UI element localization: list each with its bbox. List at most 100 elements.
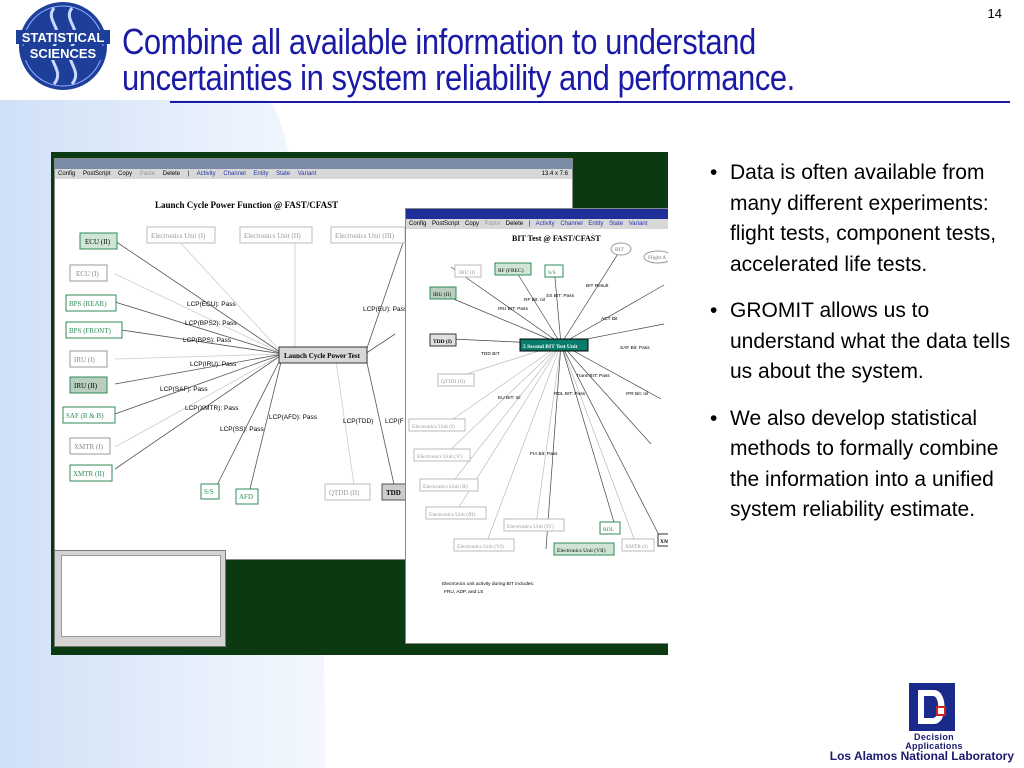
menu-paste[interactable]: Paste: [139, 171, 156, 177]
node-tdd[interactable]: TDD: [386, 489, 401, 497]
menu-copy[interactable]: Copy: [118, 171, 133, 177]
bit-node-iru-ii[interactable]: IRU (II): [433, 291, 451, 298]
bit-menu-paste[interactable]: Paste: [484, 221, 501, 227]
bit-test-window: Config PostScript Copy Paste Delete | Ac…: [405, 208, 668, 644]
bit-test-window-menubar: Config PostScript Copy Paste Delete | Ac…: [406, 219, 668, 229]
bit-menu-channel[interactable]: Channel: [560, 221, 583, 227]
bit-node-iru-i[interactable]: IRU (I): [459, 269, 476, 276]
menu-config[interactable]: Config: [58, 171, 76, 177]
bit-node-eu-vii[interactable]: Electronics Unit (VII): [557, 547, 606, 554]
bit-node-eu-v[interactable]: Electronics Unit (V): [417, 453, 462, 460]
edge-label-saf: LCP(SAF): Pass: [160, 386, 208, 393]
node-launch-cycle-power-test[interactable]: Launch Cycle Power Test: [284, 352, 361, 360]
menu-entity[interactable]: Entity: [253, 171, 269, 177]
bit-label-tdd: TDD BIT: [481, 351, 500, 357]
node-ecu-ii[interactable]: ECU (II): [85, 238, 111, 246]
launch-cycle-window-menubar: Config PostScript Copy Paste Delete | Ac…: [55, 169, 572, 179]
menu-separator: |: [187, 171, 190, 177]
bullet-text: Data is often available from many differ…: [730, 161, 997, 276]
bit-label-result: BIT Result: [586, 283, 609, 289]
bit-node-flight[interactable]: Flight A: [648, 255, 666, 261]
menu-channel[interactable]: Channel: [223, 171, 246, 177]
bit-edges: [443, 248, 665, 550]
edge-label-f: LCP(F nil: [385, 418, 413, 425]
nodes: ECU (II) ECU (I) BPS (REAR) BPS (FRONT) …: [62, 226, 413, 505]
bit-node-ss[interactable]: S/S: [548, 270, 556, 276]
bullet-item: • GROMIT allows us to understand what the…: [708, 296, 1013, 388]
bit-menu-delete[interactable]: Delete: [505, 221, 524, 227]
menu-delete[interactable]: Delete: [162, 171, 181, 177]
bit-node-eu-iv[interactable]: Electronics Unit (IV): [507, 523, 554, 530]
bit-test-window-titlebar: [406, 209, 668, 219]
edge-label-bps2: LCP(BPS2): Pass: [185, 320, 237, 327]
bit-node-bit[interactable]: BIT: [615, 247, 625, 253]
faint-edges: [114, 236, 356, 493]
bit-label-act: ACT Bit: [601, 316, 618, 322]
menu-state[interactable]: State: [276, 171, 291, 177]
bit-menu-separator: |: [528, 221, 531, 227]
bit-menu-entity[interactable]: Entity: [588, 221, 604, 227]
title-line-2: uncertainties in system reliability and …: [122, 57, 795, 98]
bit-menu-postscript[interactable]: PostScript: [432, 221, 460, 227]
zoom-readout: 13.4 x 7.6: [541, 171, 568, 177]
bit-node-rdl[interactable]: RDL: [603, 527, 615, 533]
node-iru-i[interactable]: IRU (I): [74, 356, 95, 364]
bit-note-line-1: Electronics unit activity during BIT inc…: [442, 581, 534, 587]
node-ss[interactable]: S/S: [204, 488, 214, 496]
diagram-title: Launch Cycle Power Function @ FAST/CFAST: [155, 200, 338, 210]
edge-label-iru: LCP(IRU): Pass: [190, 361, 237, 368]
bullet-item: • Data is often available from many diffe…: [708, 158, 1013, 280]
node-bps-rear[interactable]: BPS (REAR): [69, 300, 107, 308]
bullet-list: • Data is often available from many diffe…: [708, 158, 1013, 542]
node-qtdd-ii[interactable]: QTDD (II): [329, 489, 360, 497]
bit-node-eu-i[interactable]: Electronics Unit (I): [412, 423, 455, 430]
node-eu-iii[interactable]: Electronics Unit (III): [335, 232, 395, 240]
bit-node-tdd-i[interactable]: TDD (I): [433, 338, 452, 345]
bullet-dot: •: [710, 161, 718, 184]
node-xmtr-i[interactable]: XMTR (I): [74, 443, 104, 451]
edge-label-xmtr: LCP(XMTR): Pass: [185, 405, 239, 412]
node-xmtr-ii[interactable]: XMTR (II): [73, 470, 105, 478]
bullet-dot: •: [710, 299, 718, 322]
launch-cycle-window-titlebar: [55, 159, 572, 169]
da-line-1: Decision: [914, 732, 954, 742]
bit-label-trans: Trans BIT: Pass: [576, 373, 610, 379]
lower-panel: [54, 550, 226, 647]
gromit-screenshot: Config PostScript Copy Paste Delete | Ac…: [51, 152, 668, 655]
node-eu-ii[interactable]: Electronics Unit (II): [244, 232, 301, 240]
menu-postscript[interactable]: PostScript: [83, 171, 111, 177]
node-ecu-i[interactable]: ECU (I): [76, 270, 99, 278]
bit-menu-activity[interactable]: Activity: [535, 221, 555, 227]
bit-menu-config[interactable]: Config: [409, 221, 427, 227]
bit-label-fia: FIA Bit: Pass: [530, 451, 558, 457]
bit-node-eu-vi[interactable]: Electronics Unit (VI): [457, 543, 504, 550]
statistical-sciences-logo: STATISTICAL SCIENCES: [16, 2, 110, 90]
bit-node-qtdd-ii[interactable]: QTDD (II): [441, 378, 465, 385]
bit-node-eu-iii[interactable]: Electronics Unit (III): [429, 511, 476, 518]
edge-label-eu: LCP(EU): Pass: [363, 306, 408, 313]
logo-text-bottom: SCIENCES: [30, 46, 97, 61]
edge-label-ss: LCP(SS): Pass: [220, 426, 264, 433]
node-iru-ii[interactable]: IRU (II): [74, 382, 98, 390]
title-underline: [170, 101, 1010, 103]
bit-menu-variant[interactable]: Variant: [628, 221, 648, 227]
bit-node-xm[interactable]: XM: [660, 539, 668, 545]
bit-node-5-second-unit[interactable]: 5 Second BIT Test Unit: [523, 344, 577, 350]
bit-menu-state[interactable]: State: [609, 221, 624, 227]
menu-activity[interactable]: Activity: [196, 171, 216, 177]
menu-variant[interactable]: Variant: [297, 171, 317, 177]
bit-node-rf-frec[interactable]: RF (FREC): [498, 267, 524, 274]
bullet-item: •We also develop statistical methods to …: [708, 404, 1013, 526]
bit-label-ifr: IFR Bit: nil: [626, 391, 648, 397]
footer-lab-name: Los Alamos National Laboratory: [829, 749, 1014, 763]
node-afd[interactable]: AFD: [239, 493, 253, 501]
node-eu-i[interactable]: Electronics Unit (I): [151, 232, 206, 240]
node-saf[interactable]: SAF (R & B): [66, 412, 104, 420]
bit-menu-copy[interactable]: Copy: [465, 221, 480, 227]
bullet-text: GROMIT allows us to understand what the …: [730, 299, 1011, 383]
lower-panel-list[interactable]: [61, 555, 221, 637]
node-bps-front[interactable]: BPS (FRONT): [69, 327, 111, 335]
bit-node-eu-ii[interactable]: Electronics Unit (II): [423, 483, 468, 490]
bit-node-xmtr-i[interactable]: XMTR (I): [625, 543, 648, 550]
bit-nodes: IRU (I) RF (FREC) S/S IRU (II) TDD (I) Q…: [408, 242, 668, 556]
